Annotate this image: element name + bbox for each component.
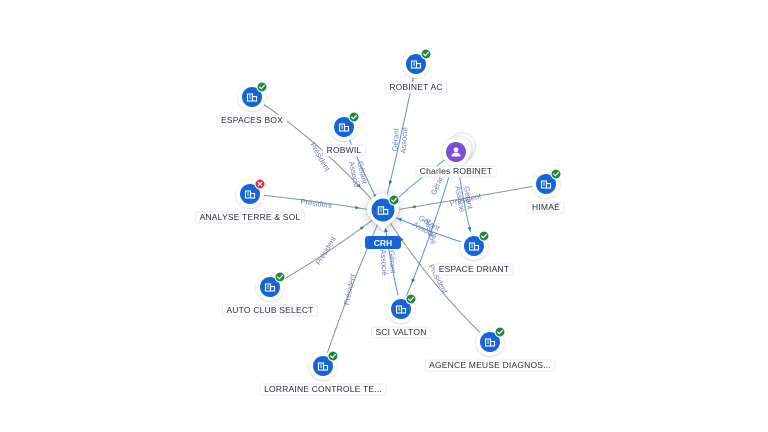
node-label-text: ANALYSE TERRE & SOL (200, 212, 301, 222)
company-icon (264, 283, 276, 292)
edge-role-label: GérantAssocié (390, 126, 409, 153)
check-badge-icon (388, 194, 400, 206)
node-robinet-ac[interactable]: ROBINET AC (384, 48, 448, 94)
check-badge-icon (550, 168, 562, 180)
company-icon (244, 190, 256, 199)
node-label-text: SCI VALTON (375, 327, 426, 337)
center-label: CRH (374, 238, 392, 248)
node-analyse-terre[interactable]: ANALYSE TERRE & SOL (195, 178, 305, 224)
node-label-text: AGENCE MEUSE DIAGNOS... (429, 360, 551, 370)
node-label: ROBINET AC (384, 81, 448, 94)
edge-role-label: Président (314, 234, 339, 266)
node-label: Charles ROBINET (415, 165, 497, 178)
node-label-text: HIMAÉ (532, 202, 560, 212)
company-icon (246, 93, 258, 102)
node-auto-club[interactable]: AUTO CLUB SELECT (222, 271, 318, 317)
node-label-text: AUTO CLUB SELECT (226, 305, 313, 315)
check-badge-icon (256, 81, 268, 93)
check-badge-icon (405, 293, 417, 305)
company-icon (338, 123, 350, 132)
node-charles-robinet[interactable]: Charles ROBINET (415, 132, 497, 178)
edge-role-label: GérantAssocié (379, 248, 398, 275)
check-badge-icon (494, 326, 506, 338)
node-label-text: LORRAINE CONTROLE TE... (264, 384, 382, 394)
node-label-text: ROBINET AC (389, 82, 442, 92)
company-icon (410, 60, 422, 69)
node-label: LORRAINE CONTROLE TE... (259, 383, 387, 396)
edge-arrow (467, 226, 472, 232)
edge-role-label: Président (342, 272, 358, 306)
node-label-text: ESPACES BOX (221, 115, 283, 125)
company-icon (377, 206, 389, 215)
company-icon (395, 305, 407, 314)
node-crh-center[interactable]: CRH (357, 186, 409, 249)
company-icon (484, 338, 496, 347)
company-icon (468, 242, 480, 251)
node-robwil[interactable]: ROBWIL (322, 111, 366, 157)
edge-role-label: GérantAssocié (347, 159, 370, 188)
edge-role-label: GérantAssocié (453, 184, 475, 213)
node-agence-meuse[interactable]: AGENCE MEUSE DIAGNOS... (424, 326, 556, 372)
check-badge-icon (420, 48, 432, 60)
check-badge-icon (478, 230, 490, 242)
node-label: ROBWIL (322, 144, 366, 157)
check-badge-icon (348, 111, 360, 123)
node-lorraine[interactable]: LORRAINE CONTROLE TE... (259, 350, 387, 396)
edge-arrow (411, 278, 416, 284)
company-icon (540, 180, 552, 189)
check-badge-icon (274, 271, 286, 283)
node-label-text: Charles ROBINET (420, 166, 492, 176)
edge-role-label: Président (300, 197, 334, 210)
close-badge-icon (254, 178, 266, 190)
person-icon (451, 147, 461, 157)
nodes-layer: ROBINET AC ESPACES BOX ROBWIL Charles ROBIN… (195, 48, 565, 396)
node-espace-driant[interactable]: ESPACE DRIANT (434, 230, 514, 276)
node-espaces-box[interactable]: ESPACES BOX (216, 81, 288, 127)
company-icon (317, 362, 329, 371)
check-badge-icon (327, 350, 339, 362)
node-label: ESPACE DRIANT (434, 263, 514, 276)
node-label-text: ESPACE DRIANT (439, 264, 509, 274)
node-label: ANALYSE TERRE & SOL (195, 211, 305, 224)
edge-arrow (356, 183, 362, 189)
node-label: ESPACES BOX (216, 114, 288, 127)
node-label: HIMAÉ (527, 201, 565, 214)
node-sci-valton[interactable]: SCI VALTON (371, 293, 431, 339)
node-himae[interactable]: HIMAÉ (527, 168, 565, 214)
edge-arrow (411, 204, 416, 209)
node-label: AUTO CLUB SELECT (222, 304, 318, 317)
center-label-bg (365, 236, 401, 249)
edge-arrow (388, 180, 393, 186)
node-label-text: ROBWIL (327, 145, 362, 155)
node-label: SCI VALTON (371, 326, 431, 339)
node-label: AGENCE MEUSE DIAGNOS... (424, 359, 556, 372)
